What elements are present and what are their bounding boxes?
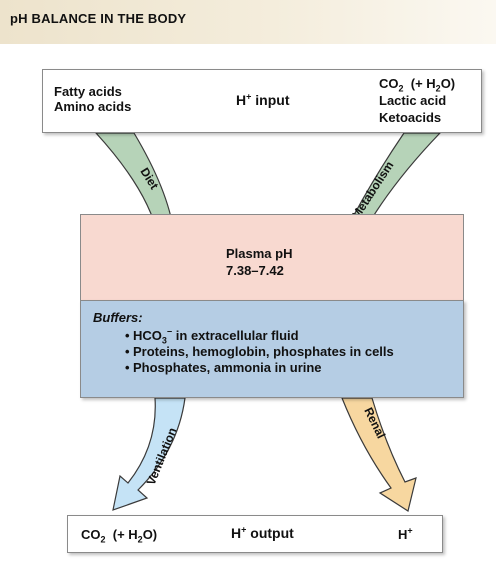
input-source-amino-acids: Amino acids (54, 99, 132, 114)
header-band (0, 0, 496, 44)
input-source-ketoacids: Ketoacids (379, 110, 442, 125)
plasma-ph-panel: Plasma pH 7.38–7.42 (80, 214, 464, 300)
output-box: CO2 (+ H2O) H+ output H+ (67, 515, 443, 553)
output-title: H+ output (231, 524, 294, 541)
plasma-ph-label: Plasma pH (226, 246, 293, 261)
renal-arrow (341, 397, 417, 512)
buffer-item-bicarbonate: •HCO3− in extracellular fluid (125, 326, 299, 346)
input-title: H+ input (236, 91, 290, 108)
buffer-item-proteins: •Proteins, hemoglobin, phosphates in cel… (125, 344, 394, 359)
page-title: pH BALANCE IN THE BODY (10, 11, 187, 26)
plasma-ph-range: 7.38–7.42 (226, 263, 284, 278)
buffer-item-phosphates: •Phosphates, ammonia in urine (125, 360, 322, 375)
input-source-co2: CO2 (+ H2O) (379, 76, 456, 94)
input-source-fatty-acids: Fatty acids (54, 84, 122, 99)
buffers-panel: Buffers: •HCO3− in extracellular fluid •… (80, 300, 464, 398)
input-source-lactic-acid: Lactic acid (379, 93, 447, 108)
ventilation-arrow (112, 397, 186, 511)
buffers-list: •HCO3− in extracellular fluid •Proteins,… (125, 326, 394, 376)
input-box: Fatty acids Amino acids H+ input CO2 (+ … (42, 69, 482, 133)
output-hydrogen: H+ (398, 525, 413, 542)
buffers-heading: Buffers: (93, 310, 143, 325)
output-co2: CO2 (+ H2O) (81, 527, 158, 545)
